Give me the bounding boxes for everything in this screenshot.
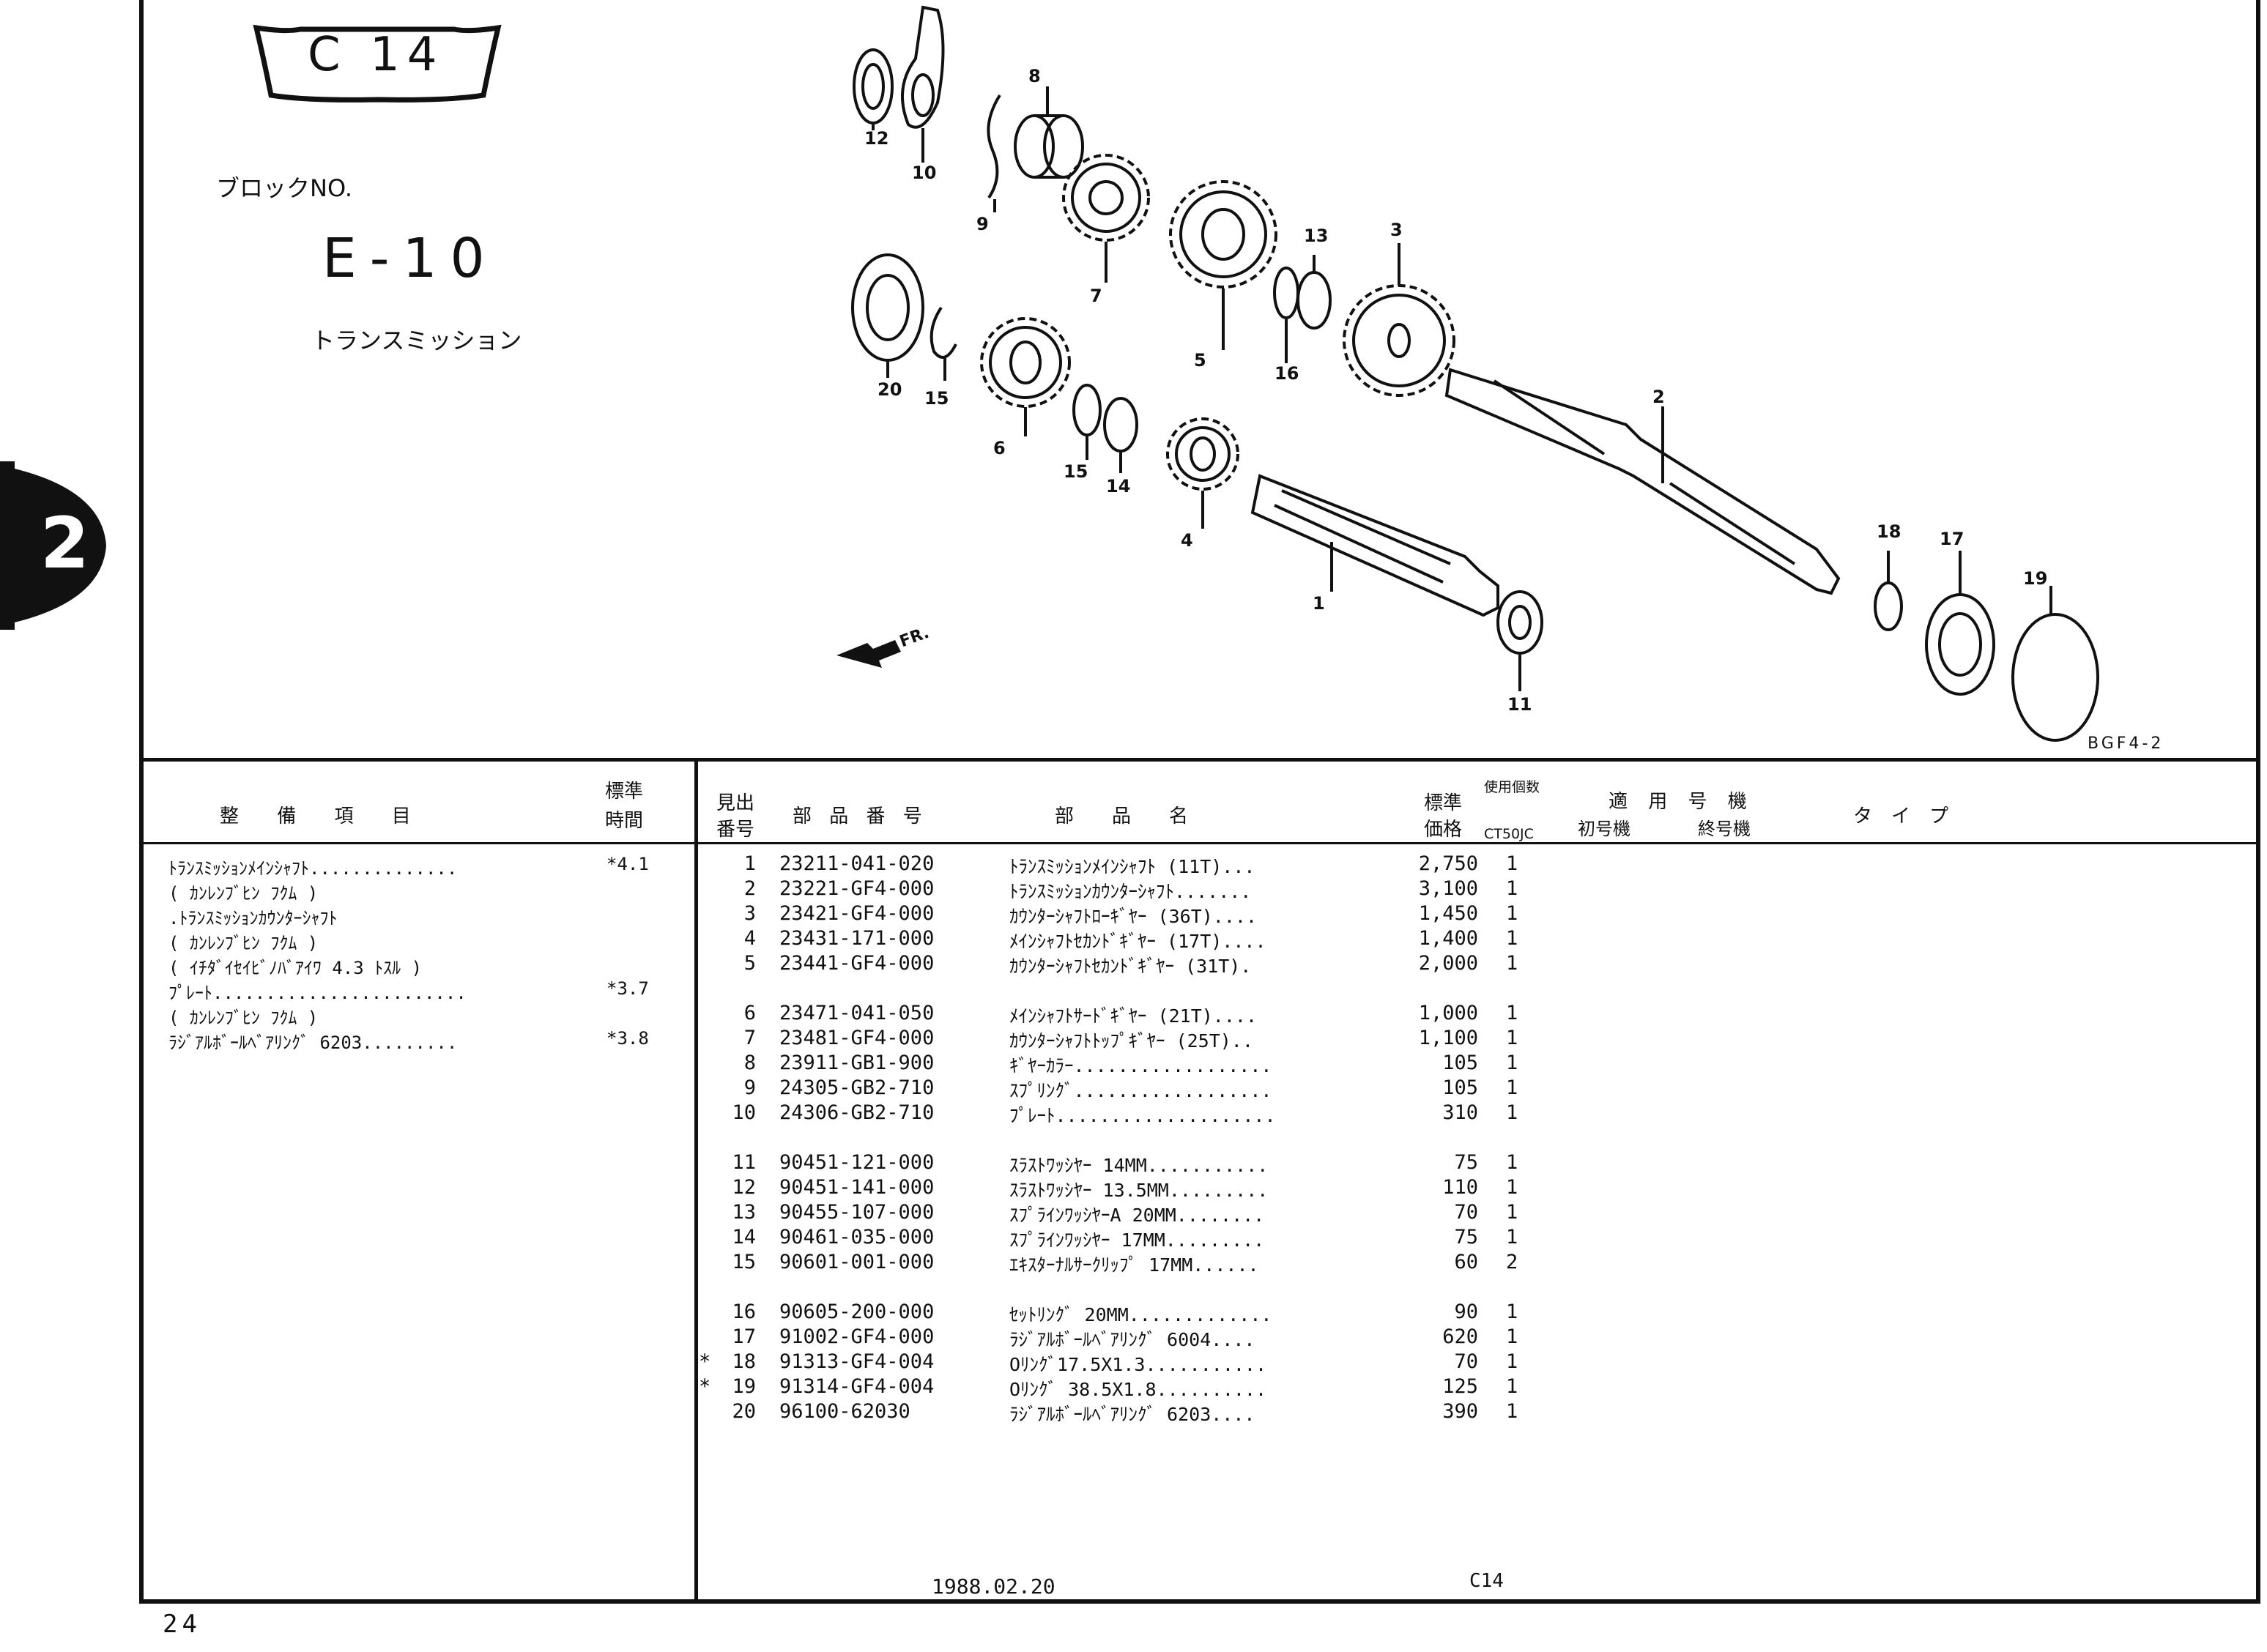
parts-qty-header-top: 使用個数 <box>1484 779 1540 795</box>
callout-20: 20 <box>878 379 902 400</box>
parts-model-header: 適 用 号 機 <box>1609 791 1754 813</box>
footer-code: C14 <box>1469 1570 1504 1592</box>
page-frame <box>139 0 2260 1604</box>
part-18-oring <box>1874 581 1903 631</box>
parts-type-header: タ イ プ <box>1853 805 1949 827</box>
part-7-gear <box>1062 154 1150 242</box>
callout-15-second: 15 <box>1064 461 1088 482</box>
table-header-border <box>139 842 2260 844</box>
section-title: トランスミッション <box>311 327 522 354</box>
callout-12: 12 <box>864 128 889 149</box>
service-time-header-bottom: 時間 <box>605 810 644 832</box>
table-top-border <box>139 758 2260 762</box>
revision-date: 1988.02.20 <box>932 1574 1055 1599</box>
parts-qty-header-bottom: CT50JC <box>1484 826 1534 842</box>
parts-ref-header-bottom: 番号 <box>716 819 755 841</box>
callout-8: 8 <box>1028 66 1041 86</box>
parts-price-header-bottom: 価格 <box>1424 819 1463 841</box>
part-16-setring <box>1273 267 1299 319</box>
callout-11: 11 <box>1507 694 1532 715</box>
part-3-gear <box>1343 284 1455 397</box>
callout-18: 18 <box>1877 521 1901 542</box>
callout-16: 16 <box>1275 363 1299 384</box>
block-badge-text: C 14 <box>308 28 445 82</box>
callout-3: 3 <box>1390 220 1403 240</box>
part-14-washer <box>1103 397 1138 453</box>
table-divider <box>694 758 698 1604</box>
part-5-gear <box>1169 180 1277 289</box>
callout-19: 19 <box>2023 568 2048 589</box>
callout-4: 4 <box>1181 530 1193 551</box>
parts-name-header: 部 品 名 <box>1055 805 1189 827</box>
part-8-collar <box>1014 114 1055 179</box>
exploded-diagram <box>836 5 2099 742</box>
service-item-header: 整 備 項 目 <box>220 805 427 827</box>
callout-1: 1 <box>1313 593 1325 614</box>
callout-10: 10 <box>912 163 937 183</box>
front-arrow-icon <box>836 640 901 668</box>
callout-13: 13 <box>1304 226 1329 246</box>
part-2-countershaft <box>1444 368 1841 595</box>
part-15-clip-second <box>1072 384 1102 436</box>
part-4-gear <box>1166 417 1239 491</box>
part-17-bearing <box>1925 593 1995 696</box>
parts-ref-header-top: 見出 <box>716 792 755 814</box>
block-number: E-10 <box>322 227 498 290</box>
part-6-gear <box>980 317 1071 408</box>
callout-5: 5 <box>1194 350 1206 371</box>
callout-7: 7 <box>1090 286 1102 306</box>
parts-price-header-top: 標準 <box>1424 792 1463 814</box>
part-9-spring <box>987 94 1001 199</box>
parts-number-header: 部 品 番 号 <box>793 805 928 827</box>
page-number: 24 <box>163 1610 201 1639</box>
part-13-washer <box>1296 271 1332 330</box>
service-time-header-top: 標準 <box>605 781 644 803</box>
part-10-plate <box>901 5 945 129</box>
callout-15: 15 <box>924 388 949 409</box>
section-tab: 2 <box>0 461 106 630</box>
callout-9: 9 <box>976 214 989 234</box>
part-15-clip <box>930 306 957 359</box>
part-11-washer <box>1496 590 1543 655</box>
part-12-washer <box>853 48 894 124</box>
part-20-bearing <box>851 253 924 362</box>
parts-model-last-header: 終号機 <box>1698 819 1751 839</box>
callout-2: 2 <box>1652 387 1665 407</box>
part-19-oring <box>2011 613 2099 742</box>
drawing-code: BGF4-2 <box>2088 734 2164 753</box>
section-tab-number: 2 <box>40 502 89 584</box>
callout-14: 14 <box>1106 476 1131 496</box>
callout-6: 6 <box>993 438 1006 458</box>
part-1-mainshaft <box>1250 474 1499 617</box>
block-badge <box>253 24 502 103</box>
block-number-label: ブロックNO. <box>216 174 353 202</box>
callout-17: 17 <box>1940 529 1964 549</box>
parts-model-first-header: 初号機 <box>1578 819 1630 839</box>
